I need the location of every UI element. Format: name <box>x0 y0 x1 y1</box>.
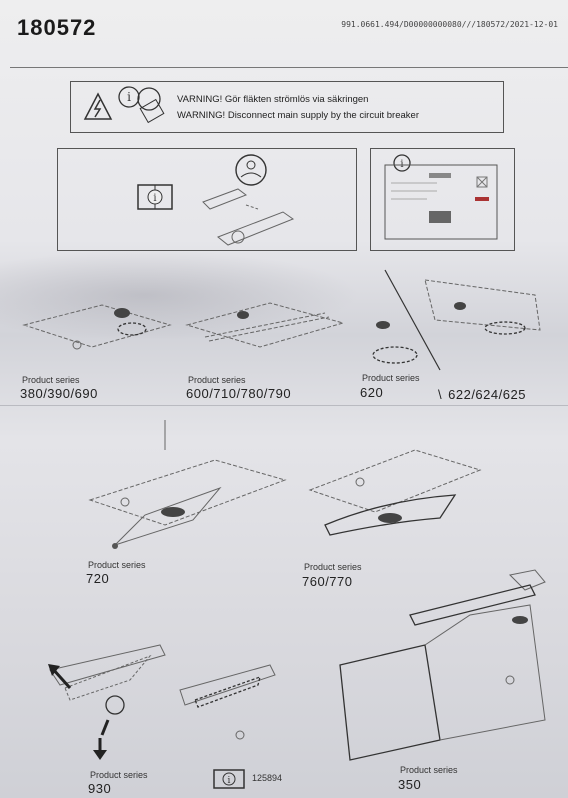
rating-label-panel: i <box>370 148 515 251</box>
shadow <box>0 250 360 340</box>
series-label: Product series <box>400 765 458 775</box>
svg-text:i: i <box>127 90 131 104</box>
series-label: Product series <box>88 560 146 570</box>
series-name: 620 <box>360 385 384 400</box>
info-manual-icon: i <box>118 86 165 124</box>
drawing-620-622-624-625 <box>372 269 541 371</box>
document-reference: 991.0661.494/D00000000080///180572/2021-… <box>341 20 558 29</box>
series-name-alt: \622/624/625 <box>438 387 526 402</box>
tools-panel: i <box>57 148 357 251</box>
drawing-380-390-690 <box>22 304 172 350</box>
warning-box: i VARNING! Gör fläkten strömlös via säkr… <box>70 81 504 133</box>
rating-label-icon: i <box>384 154 498 240</box>
lightning-warning-icon <box>83 92 113 120</box>
fold-line <box>0 405 568 406</box>
book-info-icon: i <box>213 769 245 789</box>
drawing-600-710-780-790 <box>185 302 345 348</box>
series-label: Product series <box>188 375 246 385</box>
part-reference: 125894 <box>252 773 283 783</box>
svg-text:i: i <box>153 193 156 204</box>
series-label: Product series <box>90 770 148 780</box>
drawing-350 <box>339 569 546 761</box>
warning-text-en: WARNING! Disconnect main supply by the c… <box>177 110 419 121</box>
screwdriver-icon <box>202 188 295 246</box>
series-name: 930 <box>88 781 112 796</box>
series-name: 350 <box>398 777 422 792</box>
series-name: 760/770 <box>302 574 353 589</box>
series-name: 600/710/780/790 <box>186 386 292 401</box>
document-number: 180572 <box>17 15 97 40</box>
person-safety-icon <box>235 154 267 186</box>
series-label: Product series <box>304 562 362 572</box>
series-label: Product series <box>362 373 420 383</box>
book-info-icon: i <box>137 184 173 210</box>
series-name: 720 <box>86 571 110 586</box>
series-label: Product series <box>22 375 80 385</box>
drawing-930 <box>48 644 166 760</box>
header-rule <box>10 67 568 68</box>
series-name: 380/390/690 <box>20 386 98 401</box>
drawing-760-770 <box>308 449 482 536</box>
drawing-720 <box>88 420 287 549</box>
warning-text-sv: VARNING! Gör fläkten strömlös via säkrin… <box>177 94 369 105</box>
drawing-930-detail <box>179 664 276 740</box>
svg-text:i: i <box>228 776 231 786</box>
